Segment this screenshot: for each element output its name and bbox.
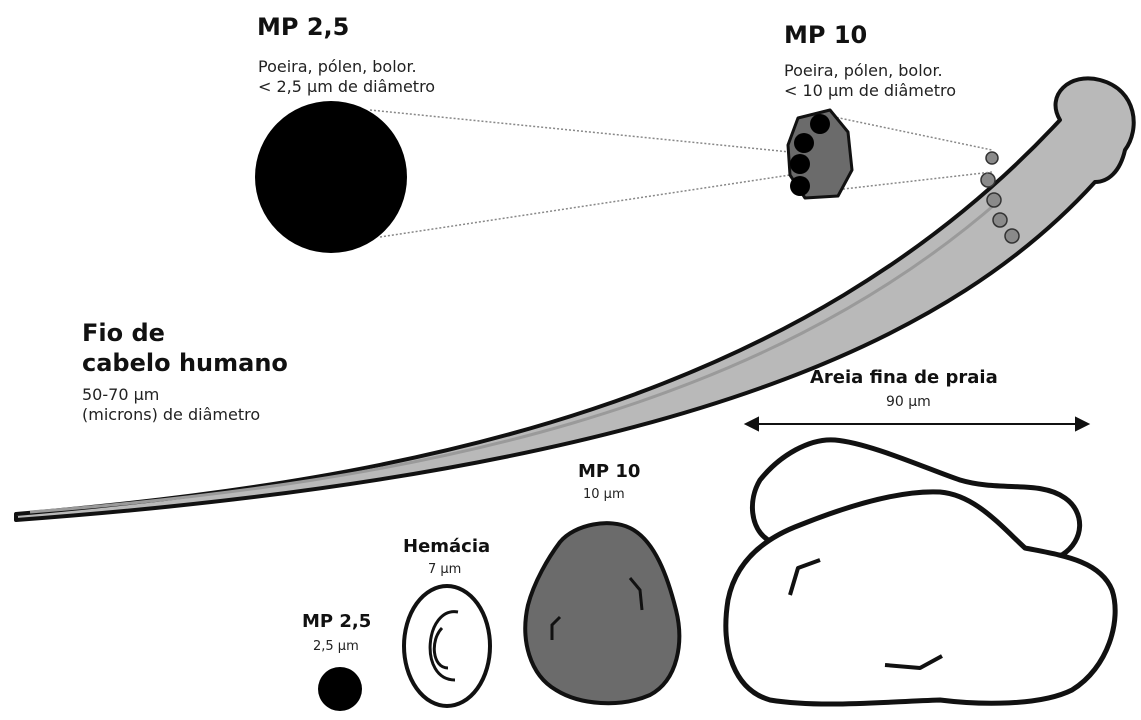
hair-title-1: Fio de [82,320,165,348]
mp25-particle [318,667,362,711]
top-mp10-desc-1: Poeira, pólen, bolor. [784,62,943,80]
top-mp25-desc-1: Poeira, pólen, bolor. [258,58,417,76]
zoom-guide-lines [370,110,992,237]
sand-width-arrow [746,418,1088,430]
mp10-enlarged-particle [788,110,852,198]
top-mp10-desc-2: < 10 µm de diâmetro [784,82,956,100]
hair-title-2: cabelo humano [82,350,288,378]
bottom-mp10-size: 10 µm [583,488,625,503]
hemacia-title: Hemácia [403,537,490,558]
sand-grains [726,440,1115,704]
sand-title: Areia fina de praia [810,368,998,389]
mp25-dot [790,176,810,196]
top-mp25-title: MP 2,5 [257,14,349,42]
bottom-mp25-title: MP 2,5 [302,612,371,633]
hemacia-cell [404,586,490,706]
bottom-mp10-title: MP 10 [578,462,640,483]
hair-desc-1: 50-70 µm [82,386,159,404]
bottom-mp25-size: 2,5 µm [313,640,359,655]
top-mp10-title: MP 10 [784,22,867,50]
mp10-particle [525,523,679,703]
hemacia-size: 7 µm [428,563,461,578]
top-mp25-desc-2: < 2,5 µm de diâmetro [258,78,435,96]
sand-size: 90 µm [886,394,931,410]
hair-desc-2: (microns) de diâmetro [82,406,260,424]
mp25-dot [794,133,814,153]
mp25-enlarged-particle [255,101,407,253]
mp25-dot [810,114,830,134]
mp25-dot [790,154,810,174]
